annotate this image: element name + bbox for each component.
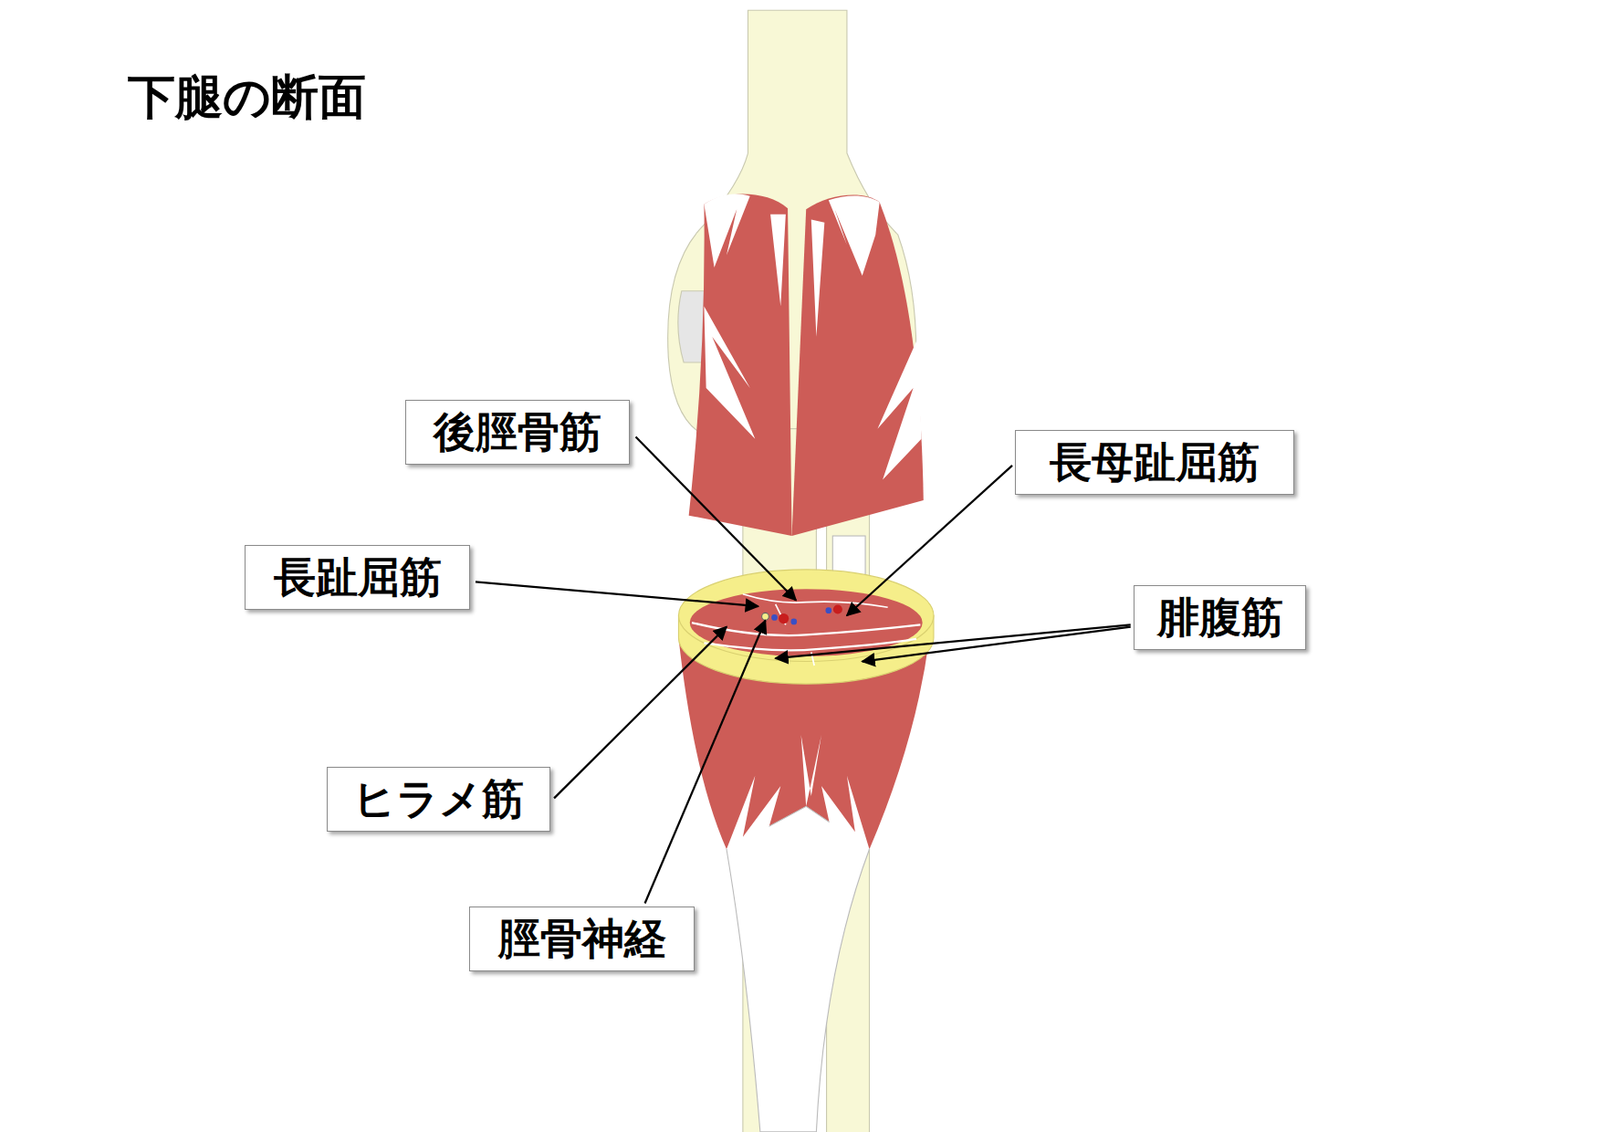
label-text: 脛骨神経 <box>498 913 667 964</box>
gastrocnemius-upper <box>689 193 924 536</box>
tendon-streak <box>726 775 870 849</box>
label-text: 長母趾屈筋 <box>1049 437 1260 488</box>
knee-cartilage <box>678 291 705 363</box>
leader-line <box>862 627 1131 662</box>
label-box: ヒラメ筋 <box>326 766 551 832</box>
label-box: 脛骨神経 <box>469 906 695 972</box>
tendon-streak <box>877 336 921 481</box>
tendon-streak <box>770 214 825 337</box>
diagram-title: 下腿の断面 <box>127 65 367 130</box>
cross-section <box>678 569 933 684</box>
label-text: 長趾屈筋 <box>273 552 442 603</box>
label-text: 後脛骨筋 <box>433 407 602 458</box>
leader-line <box>847 465 1013 616</box>
achilles-tendon <box>726 805 870 1132</box>
label-box: 腓腹筋 <box>1133 585 1307 650</box>
fascia-line <box>691 622 921 636</box>
artery-dot <box>833 604 843 614</box>
label-box: 後脛骨筋 <box>405 399 630 465</box>
muscle-head <box>792 195 924 536</box>
leader-line <box>475 581 759 607</box>
lower-muscle <box>678 627 931 1132</box>
leader-line <box>636 437 797 601</box>
muscle-section <box>690 588 923 657</box>
vein-dot <box>790 618 797 626</box>
tendon-streak <box>703 194 750 268</box>
vein-dot <box>771 614 778 621</box>
artery-dot <box>778 613 789 624</box>
leader-line <box>775 624 1131 659</box>
label-text: ヒラメ筋 <box>353 773 524 825</box>
label-text: 腓腹筋 <box>1157 592 1284 643</box>
nerve-dot <box>762 612 770 620</box>
tendon-streak <box>828 195 880 276</box>
tendon-streak <box>801 734 822 806</box>
fascia-line <box>742 594 889 608</box>
tendon-streak <box>703 305 755 439</box>
label-box: 長趾屈筋 <box>244 544 471 610</box>
label-box: 長母趾屈筋 <box>1014 429 1295 495</box>
leader-line <box>645 620 766 904</box>
vein-dot <box>825 606 832 614</box>
